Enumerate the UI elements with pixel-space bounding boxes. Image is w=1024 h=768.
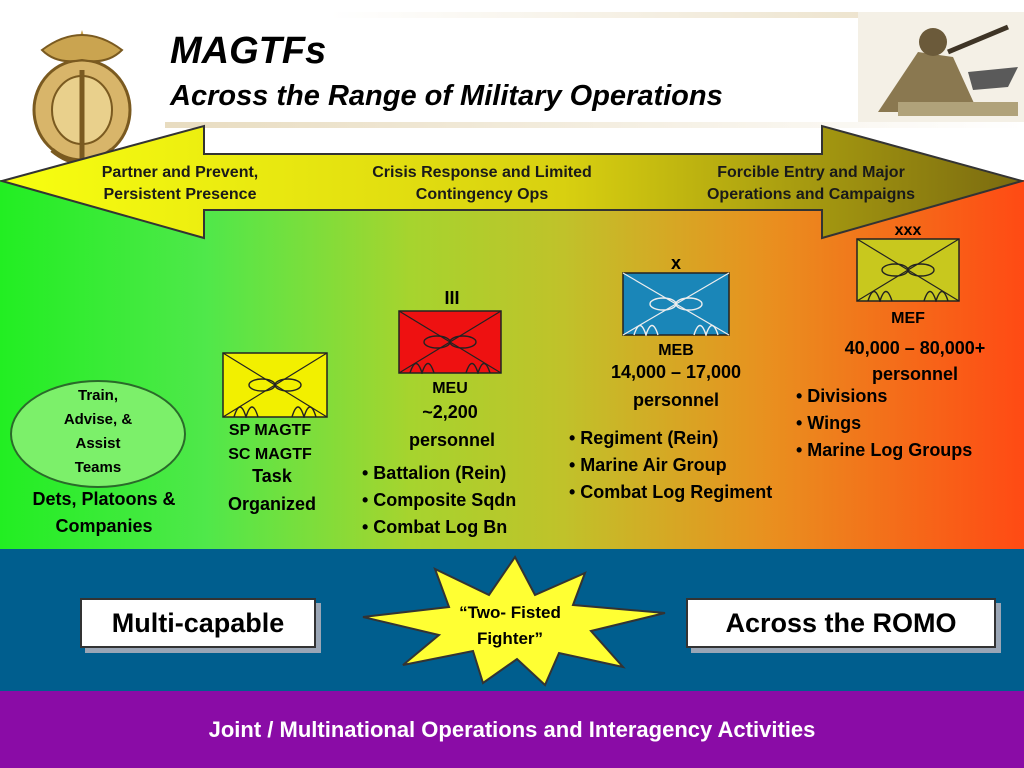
meb-components-list: • Regiment (Rein) • Marine Air Group • C… <box>569 425 839 506</box>
across-the-romo-box: Across the ROMO <box>686 598 996 648</box>
page-title: MAGTFs <box>170 30 327 72</box>
meb-label: MEB <box>658 342 694 359</box>
starburst-shape <box>362 555 666 687</box>
meb-size: 14,000 – 17,000 <box>610 362 742 382</box>
meb-personnel: personnel <box>632 390 720 410</box>
list-item: • Regiment (Rein) <box>569 428 719 448</box>
footer-band <box>0 691 1024 768</box>
range-left-label: Partner and Prevent, Persistent Presence <box>101 164 259 203</box>
meu-echelon: III <box>444 288 460 308</box>
range-center-label: Crisis Response and Limited Contingency … <box>372 164 592 203</box>
two-fisted-fighter-label: “Two- Fisted Fighter” <box>459 603 561 648</box>
sp-magtf-unit-symbol <box>222 352 328 418</box>
list-item: • Marine Air Group <box>569 455 727 475</box>
task-organized-caption: Task Organized <box>227 466 316 514</box>
meu-personnel: personnel <box>408 430 496 450</box>
mef-size: 40,000 – 80,000+ <box>844 338 986 358</box>
list-item: • Composite Sqdn <box>362 490 517 510</box>
meu-unit-symbol <box>398 310 502 374</box>
teams-oval <box>10 380 186 488</box>
range-right-label: Forcible Entry and Major Operations and … <box>706 164 916 203</box>
header-rule <box>165 122 1024 128</box>
page-subtitle: Across the Range of Military Operations <box>170 80 723 112</box>
meu-size: ~2,200 <box>422 402 478 422</box>
mef-unit-symbol <box>856 238 960 302</box>
mef-components-list: • Divisions • Wings • Marine Log Groups <box>796 383 1024 464</box>
meu-components-list: • Battalion (Rein) • Composite Sqdn • Co… <box>362 460 562 541</box>
range-gradient-band <box>0 180 1024 550</box>
header-rule-top <box>330 12 1024 18</box>
teams-caption: Dets, Platoons & Companies <box>32 489 176 536</box>
sc-magtf-label: SC MAGTF <box>228 446 312 463</box>
list-item: • Wings <box>796 413 862 433</box>
footer-text: Joint / Multinational Operations and Int… <box>208 717 816 742</box>
list-item: • Battalion (Rein) <box>362 463 507 483</box>
meb-unit-symbol <box>622 272 730 336</box>
teams-oval-label: Train, Advise, & Assist Teams <box>63 387 133 476</box>
sp-magtf-label: SP MAGTF <box>228 422 312 439</box>
range-double-arrow <box>0 124 1024 240</box>
meu-label: MEU <box>432 380 468 397</box>
list-item: • Marine Log Groups <box>796 440 973 460</box>
mef-label: MEF <box>891 310 925 327</box>
meb-echelon: x <box>670 253 681 273</box>
multi-capable-box: Multi-capable <box>80 598 316 648</box>
list-item: • Combat Log Bn <box>362 517 508 537</box>
list-item: • Divisions <box>796 386 888 406</box>
mef-echelon: xxx <box>894 222 922 239</box>
list-item: • Combat Log Regiment <box>569 482 773 502</box>
soldier-photo <box>858 12 1024 122</box>
mef-personnel: personnel <box>871 364 959 384</box>
